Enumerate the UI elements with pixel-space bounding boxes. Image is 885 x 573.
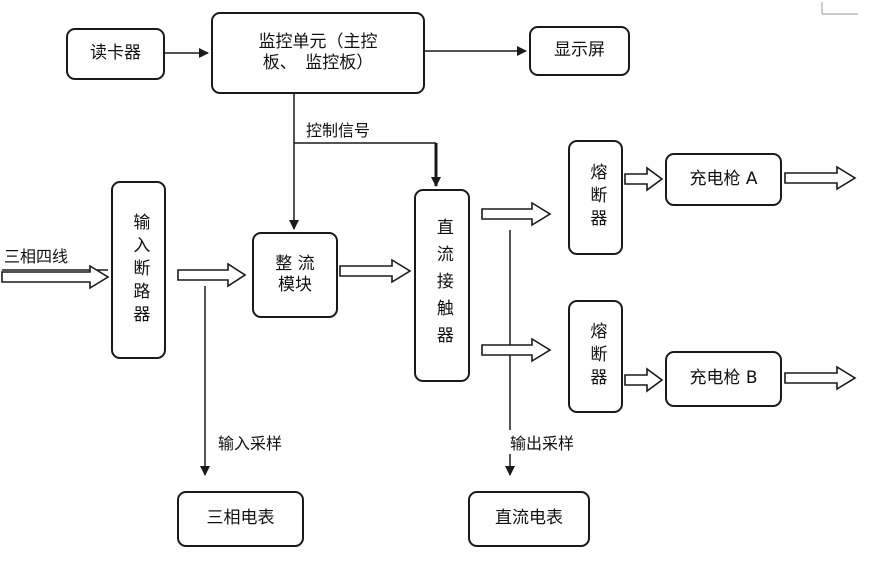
three-phase-meter-box: 三相电表 <box>177 491 304 547</box>
card-reader-label: 读卡器 <box>90 43 141 64</box>
rectifier-module-box: 整 流 模块 <box>252 232 338 318</box>
charging-gun-a-label: 充电枪 A <box>689 168 758 189</box>
input-breaker-label: 输入断路器 <box>129 212 150 328</box>
card-reader-box: 读卡器 <box>66 28 165 80</box>
control-signal-label: 控制信号 <box>304 117 373 141</box>
rectifier-label-line2: 模块 <box>278 275 312 295</box>
input-sampling-label: 输入采样 <box>216 430 285 454</box>
display-box: 显示屏 <box>529 26 630 76</box>
fuse-b-label: 熔断器 <box>586 322 607 391</box>
monitor-unit-box: 监控单元（主控 板、 监控板） <box>211 12 425 94</box>
power-arrow-breaker-to-rectifier <box>177 262 247 288</box>
power-arrow-gun-a-output <box>784 165 857 191</box>
fuse-a-box: 熔断器 <box>568 140 623 255</box>
fuse-b-box: 熔断器 <box>568 300 623 413</box>
power-arrow-fuse-a-to-gun-a <box>624 166 664 192</box>
three-phase-four-wire-label: 三相四线 <box>4 247 69 266</box>
fuse-a-label: 熔断器 <box>586 163 607 232</box>
dc-meter-box: 直流电表 <box>468 491 590 547</box>
monitor-unit-label-line2: 板、 监控板） <box>262 53 374 73</box>
power-arrow-fuse-b-to-gun-b <box>624 367 664 393</box>
dc-contactor-label: 直流接触器 <box>432 218 453 353</box>
dc-contactor-box: 直流接触器 <box>414 189 470 382</box>
monitor-unit-label-line1: 监控单元（主控 <box>258 31 378 52</box>
dc-meter-label: 直流电表 <box>495 508 563 529</box>
three-phase-meter-label: 三相电表 <box>206 508 275 529</box>
power-arrow-rectifier-to-contactor <box>339 258 412 284</box>
power-arrow-contactor-to-fuse-b <box>481 337 552 363</box>
display-label: 显示屏 <box>554 40 605 61</box>
power-arrow-gun-b-output <box>784 365 857 391</box>
power-arrow-input <box>1 264 110 290</box>
input-breaker-box: 输入断路器 <box>111 181 166 359</box>
charging-gun-a-box: 充电枪 A <box>665 153 782 206</box>
charging-gun-b-box: 充电枪 B <box>665 351 782 407</box>
output-sampling-label: 输出采样 <box>508 430 577 454</box>
power-arrow-contactor-to-fuse-a <box>481 201 552 227</box>
rectifier-label-line1: 整 流 <box>275 253 315 274</box>
charging-gun-b-label: 充电枪 B <box>689 368 758 389</box>
